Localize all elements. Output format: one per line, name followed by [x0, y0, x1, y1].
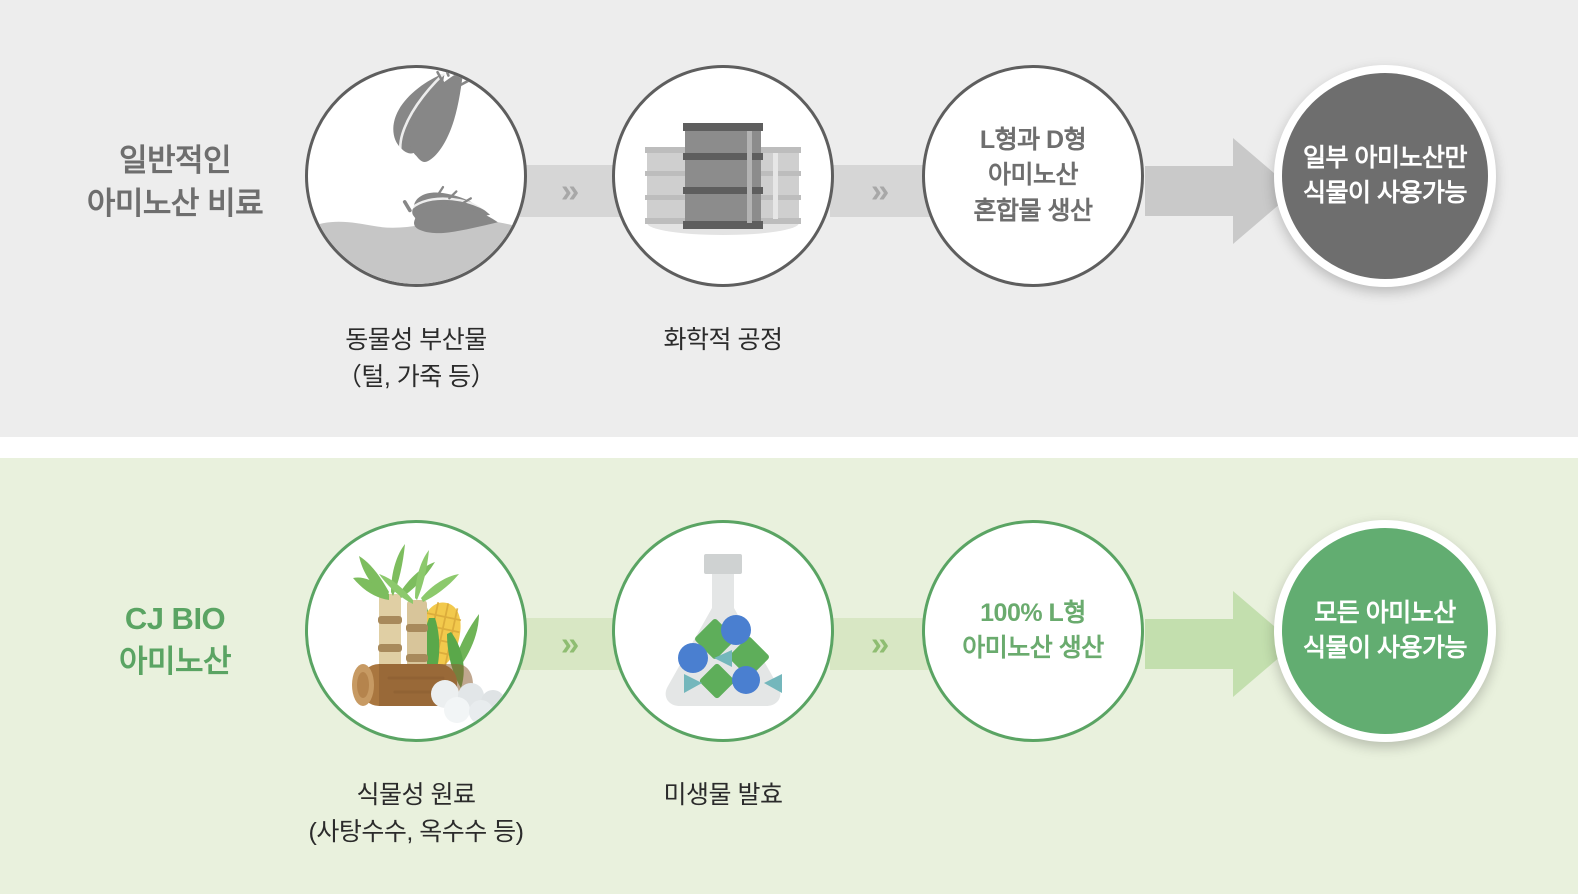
node-text-line2: 아미노산 생산 [962, 634, 1104, 662]
caption-line1: 미생물 발효 [663, 781, 783, 809]
node-text-line3: 혼합물 생산 [973, 196, 1093, 225]
row-label-conventional: 일반적인 아미노산 비료 [40, 140, 310, 226]
row-label-line2: 아미노산 [118, 643, 232, 679]
result-line1: 일부 아미노산만 [1303, 143, 1467, 172]
node-text-line1: L형과 D형 [979, 125, 1087, 154]
caption-feathers: 동물성 부산물 （털, 가죽 등） [306, 322, 526, 395]
caption-line1: 동물성 부산물 [345, 326, 487, 354]
caption-line2: (사탕수수, 옥수수 등) [308, 817, 525, 846]
connector-band-2-1 [520, 618, 620, 670]
flask-fermentation-icon [615, 523, 831, 739]
row-label-cjbio: CJ BIO 아미노산 [40, 598, 310, 684]
result-line1: 모든 아미노산 [1314, 598, 1456, 627]
result-line2: 식물이 사용가능 [1303, 179, 1467, 207]
step-node-feathers[interactable] [305, 65, 527, 287]
chevron-icon-2-1: » [560, 625, 580, 662]
sugarcane-corn-icon [308, 523, 524, 739]
result-text: 모든 아미노산 식물이 사용가능 [1303, 596, 1467, 667]
step-node-l-form-production[interactable]: 100% L형 아미노산 생산 [922, 520, 1144, 742]
row-label-line2: 아미노산 비료 [86, 185, 264, 221]
row-label-line1: CJ BIO [124, 601, 226, 636]
step-node-chemical-process[interactable] [612, 65, 834, 287]
node-text-line2: 아미노산 [987, 161, 1079, 190]
caption-line1: 화학적 공정 [663, 326, 783, 354]
block-arrow-2 [1145, 585, 1295, 703]
caption-fermentation: 미생물 발효 [613, 777, 833, 814]
step-node-text: 100% L형 아미노산 생산 [962, 596, 1104, 667]
chevron-icon-1-1: » [560, 172, 580, 209]
caption-line1: 식물성 원료 [356, 781, 476, 809]
chevron-icon-1-2: » [870, 172, 890, 209]
step-node-text: L형과 D형 아미노산 혼합물 생산 [974, 123, 1093, 230]
connector-band-2-2 [830, 618, 930, 670]
block-arrow-1 [1145, 132, 1295, 250]
chevron-icon-2-2: » [870, 625, 890, 662]
feathers-icon [308, 68, 524, 284]
caption-line2: （털, 가죽 등） [336, 362, 496, 391]
step-node-plant-material[interactable] [305, 520, 527, 742]
step-node-result-all[interactable]: 모든 아미노산 식물이 사용가능 [1274, 520, 1496, 742]
step-node-result-partial[interactable]: 일부 아미노산만 식물이 사용가능 [1274, 65, 1496, 287]
result-line2: 식물이 사용가능 [1303, 634, 1467, 662]
caption-plant-material: 식물성 원료 (사탕수수, 옥수수 등) [306, 777, 526, 850]
step-node-ld-mixture[interactable]: L형과 D형 아미노산 혼합물 생산 [922, 65, 1144, 287]
caption-chemical-process: 화학적 공정 [613, 322, 833, 359]
connector-band-1-2 [830, 165, 930, 217]
connector-band-1-1 [520, 165, 620, 217]
result-text: 일부 아미노산만 식물이 사용가능 [1303, 141, 1467, 212]
step-node-fermentation[interactable] [612, 520, 834, 742]
node-text-line1: 100% L형 [980, 598, 1086, 627]
chemical-barrels-icon [615, 68, 831, 284]
row-label-line1: 일반적인 [118, 143, 232, 178]
